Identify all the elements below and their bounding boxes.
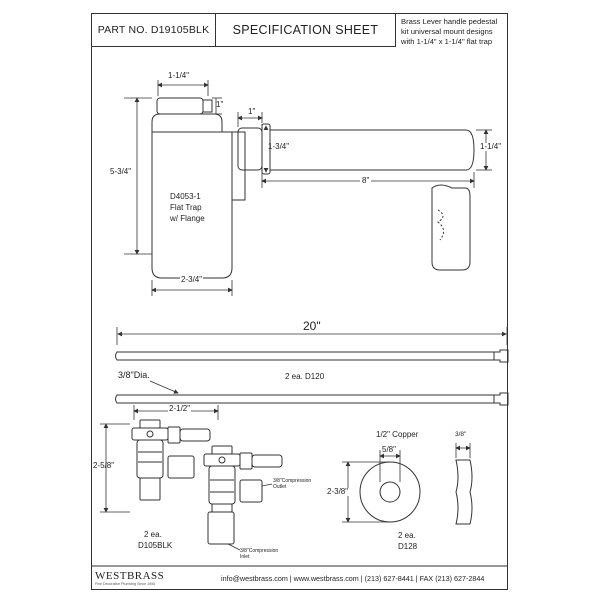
contact-info: info@westbrass.com | www.westbrass.com |…: [221, 574, 485, 583]
dim-arm-height: 1-3/4": [268, 142, 290, 151]
supply-label: 2 ea. D120: [285, 372, 325, 381]
dim-arm-end: 1-1/4": [479, 142, 503, 151]
dim-flange-inner: 5/8": [382, 445, 396, 454]
product-description: Brass Lever handle pedestal kit universa…: [401, 17, 498, 46]
dim-trap-cap: 1": [216, 100, 224, 109]
dim-valve-width: 2-1/2": [168, 404, 192, 413]
valve-inlet-type: 3/8"Compression: [240, 548, 279, 554]
dim-supply-length: 20": [300, 320, 324, 332]
angle-valve-drawing: [131, 419, 283, 545]
dim-arm-length: 8": [360, 176, 372, 185]
part-number: PART NO. D19105BLK: [92, 14, 216, 47]
supply-tube-drawing: [115, 327, 509, 406]
dim-arm-offset: 1": [247, 107, 257, 116]
flange-qty-label: 2 ea. D128: [398, 530, 417, 552]
dim-flange-thickness: 3/8": [455, 431, 467, 438]
dim-trap-height: 5-3/4": [110, 167, 132, 176]
valve-outlet-label: 3/8"Compression Outlet: [273, 478, 311, 490]
valve-qty-label: 2 ea. D105BLK: [138, 529, 172, 551]
valve-qty: 2 ea.: [144, 530, 162, 539]
trap-dimension-lines: [124, 80, 492, 296]
sheet-title: SPECIFICATION SHEET: [216, 14, 396, 47]
trap-flange-note: w/ Flange: [170, 214, 205, 223]
brand-tagline: Fine Decorative Plumbing Since 1955: [95, 582, 156, 586]
dim-supply-diameter: 3/8"Dia.: [118, 370, 150, 380]
dim-trap-top-width: 1-1/4": [168, 71, 190, 80]
valve-outlet-name: Outlet: [273, 484, 287, 490]
flange-part: D128: [398, 542, 418, 551]
flange-title: 1/2" Copper: [376, 430, 419, 439]
dim-trap-bottom-width: 2-3/4": [180, 275, 204, 284]
flange-qty: 2 ea.: [398, 531, 416, 540]
flange-drawing: [342, 443, 473, 525]
valve-inlet-name: Inlet: [240, 554, 250, 560]
dim-flange-outer: 2-3/8": [326, 487, 350, 496]
valve-part: D105BLK: [138, 541, 173, 550]
flat-trap-drawing: [151, 97, 475, 279]
trap-label: D4053-1 Flat Trap w/ Flange: [170, 191, 205, 224]
trap-name: Flat Trap: [170, 203, 202, 212]
trap-part-number: D4053-1: [170, 192, 201, 201]
valve-outlet-type: 3/8"Compression: [273, 478, 312, 484]
footer: WESTBRASS Fine Decorative Plumbing Since…: [91, 566, 508, 590]
spec-sheet: PART NO. D19105BLK SPECIFICATION SHEET B…: [91, 13, 508, 590]
valve-inlet-label: 3/8"Compression Inlet: [240, 548, 278, 560]
dim-valve-height: 2-5/8": [93, 461, 115, 470]
brand-logo: WESTBRASS: [95, 570, 165, 582]
